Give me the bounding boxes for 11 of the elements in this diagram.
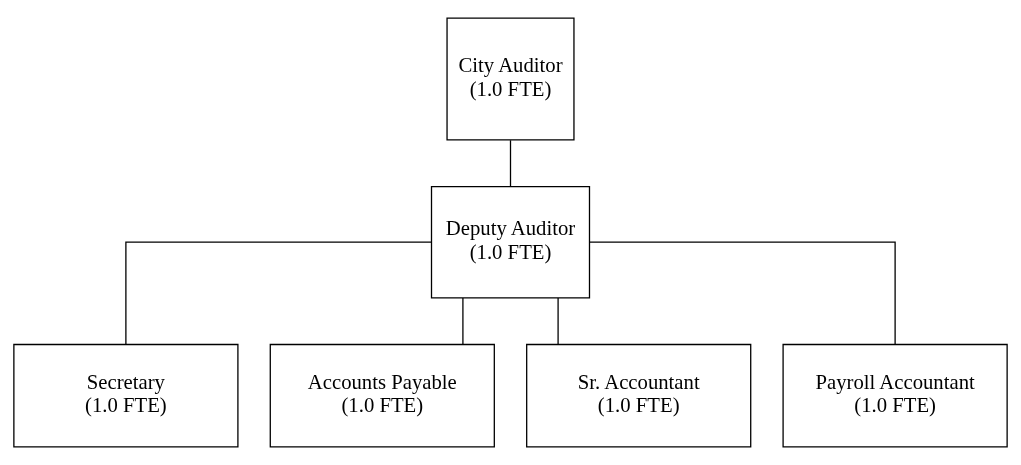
node-box: Deputy Auditor (1.0 FTE) (430, 185, 591, 299)
node-box: Payroll Accountant (1.0 FTE) (782, 343, 1008, 448)
connector (589, 241, 896, 345)
connector (557, 297, 559, 345)
node-box: Accounts Payable (1.0 FTE) (269, 343, 495, 448)
connector (462, 297, 464, 345)
node-box: Secretary (1.0 FTE) (13, 343, 239, 448)
node-box: Sr. Accountant (1.0 FTE) (526, 343, 752, 448)
connector (125, 241, 432, 345)
node-box: City Auditor (1.0 FTE) (446, 17, 575, 141)
connector (509, 139, 512, 187)
